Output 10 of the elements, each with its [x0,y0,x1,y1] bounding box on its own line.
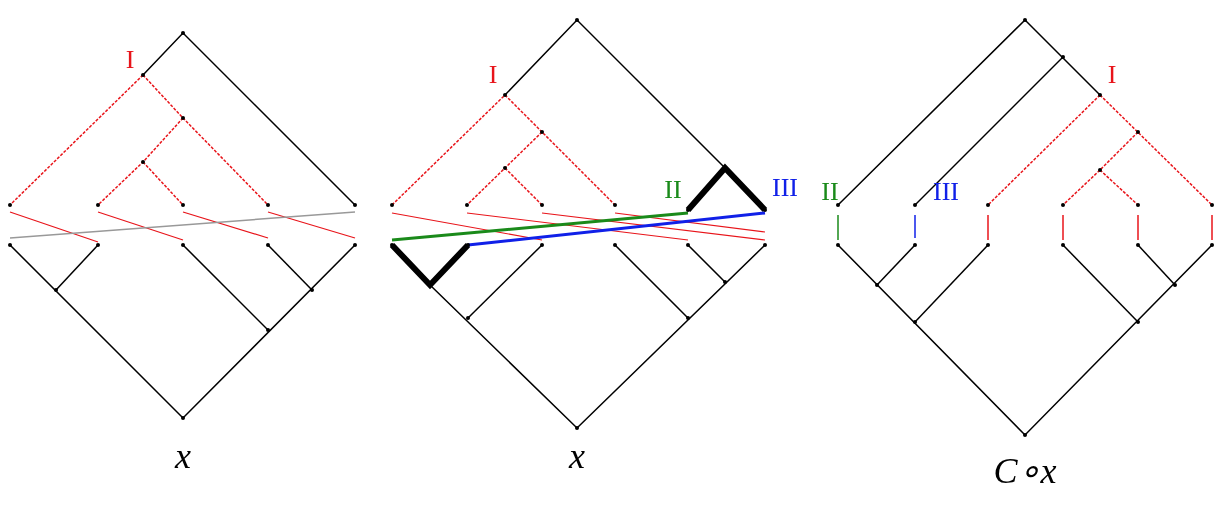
roman-numeral-label: I [488,60,498,89]
roman-numeral-label: II [664,175,682,204]
roman-numeral-label: I [1107,60,1117,89]
variable-label: x [569,436,585,476]
roman-numeral-label: III [933,177,959,206]
roman-numeral-label: II [821,177,839,206]
variable-label: x [175,436,191,476]
composition-label: C∘x [993,451,1057,491]
roman-numeral-label: I [125,45,135,74]
roman-numeral-label: III [772,173,798,202]
